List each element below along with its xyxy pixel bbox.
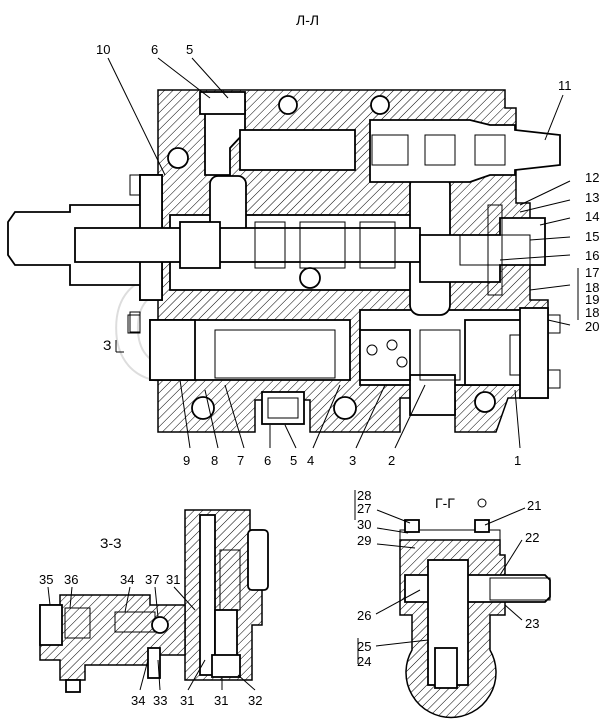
section-title-right: Г-Г [435, 495, 455, 511]
callout-6: 6 [151, 42, 158, 57]
callout-18b: 18 [585, 305, 599, 320]
callout-33: 33 [153, 693, 167, 708]
callout-4: 4 [307, 453, 314, 468]
callout-32: 32 [248, 693, 262, 708]
callout-26: 26 [357, 608, 371, 623]
callout-21: 21 [527, 498, 541, 513]
callout-15: 15 [585, 229, 599, 244]
callout-31b: 31 [180, 693, 194, 708]
callouts-main: 10 6 5 11 12 13 14 15 16 17 18 19 18 20 … [96, 42, 599, 468]
section-left: З-З [39, 509, 269, 693]
callouts-left: 35 36 34 37 31 34 33 31 31 32 [39, 572, 262, 708]
callout-12: 12 [585, 170, 599, 185]
callout-35: 35 [39, 572, 53, 587]
callout-37: 37 [145, 572, 159, 587]
callout-7: 7 [237, 453, 244, 468]
callout-18: 18 [585, 280, 599, 295]
callout-24: 24 [357, 654, 371, 669]
callout-19: 19 [585, 292, 599, 307]
callout-11: 11 [558, 78, 572, 93]
callout-34b: 34 [131, 693, 145, 708]
callout-14: 14 [585, 209, 599, 224]
section-title-main: Л-Л [296, 12, 319, 28]
section-main: Л-Л [7, 12, 579, 449]
callout-34: 34 [120, 572, 134, 587]
callout-20: 20 [585, 319, 599, 334]
callout-16: 16 [585, 248, 599, 263]
callout-8: 8 [211, 453, 218, 468]
callout-31: 31 [166, 572, 180, 587]
callout-13: 13 [585, 190, 599, 205]
callout-17: 17 [585, 265, 599, 280]
callout-6b: 6 [264, 453, 271, 468]
callout-36: 36 [64, 572, 78, 587]
callout-27: 27 [357, 501, 371, 516]
callout-30: 30 [357, 517, 371, 532]
callout-2: 2 [388, 453, 395, 468]
callout-5b: 5 [290, 453, 297, 468]
callouts-right: 28 27 30 29 21 22 26 23 25 24 [357, 488, 541, 669]
callout-23: 23 [525, 616, 539, 631]
callout-25: 25 [357, 639, 371, 654]
callout-3: 3 [349, 453, 356, 468]
callout-1: 1 [514, 453, 521, 468]
callout-22: 22 [525, 530, 539, 545]
callout-9: 9 [183, 453, 190, 468]
callout-5: 5 [186, 42, 193, 57]
cut-marker-label: З [103, 337, 111, 353]
callout-10: 10 [96, 42, 110, 57]
callout-31c: 31 [214, 693, 228, 708]
section-right: Г-Г [354, 490, 551, 719]
callout-29: 29 [357, 533, 371, 548]
callout-28: 28 [357, 488, 371, 503]
section-title-left: З-З [100, 535, 122, 551]
